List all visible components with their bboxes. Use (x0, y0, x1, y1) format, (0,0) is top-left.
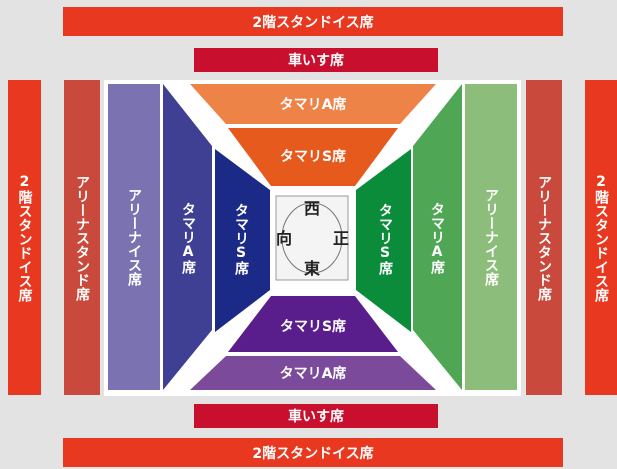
tamari-s-left-label-wrap: タマリS席 (218, 176, 264, 302)
tamari-s-right-label-wrap: タマリS席 (362, 176, 408, 302)
ring-north-label: 西 (304, 199, 320, 218)
tamari-a-top-label-wrap: タマリA席 (226, 88, 400, 120)
stand-2f-right[interactable]: 2階スタンドイス席 (585, 80, 617, 395)
stand-2f-top[interactable]: 2階スタンドイス席 (63, 7, 563, 36)
arena-box-right-label-wrap: アリーナイス席 (465, 84, 517, 390)
tamari-a-bottom[interactable] (190, 356, 436, 390)
tamari-a-right-label: タマリA席 (429, 202, 445, 274)
tamari-s-left-label: タマリS席 (233, 203, 249, 275)
stand-2f-left-label: 2階スタンドイス席 (16, 173, 33, 302)
tamari-s-bottom-label-wrap: タマリS席 (262, 310, 364, 342)
tamari-s-bottom-label: タマリS席 (279, 319, 347, 335)
arena-box-left[interactable] (108, 84, 160, 390)
tamari-s-top[interactable] (228, 128, 398, 186)
stand-2f-bottom[interactable]: 2階スタンドイス席 (63, 438, 563, 467)
ring-south-label: 東 (304, 259, 320, 278)
tamari-s-right-label: タマリS席 (377, 203, 393, 275)
tamari-s-top-label-wrap: タマリS席 (262, 140, 364, 172)
stand-2f-top-label: 2階スタンドイス席 (252, 14, 374, 31)
tamari-s-right[interactable] (356, 149, 411, 332)
arena-box-right[interactable] (465, 84, 517, 390)
arena-box-right-label: アリーナイス席 (483, 188, 499, 286)
wheelchair-top-label: 車いす席 (288, 53, 344, 69)
wheelchair-top[interactable]: 車いす席 (194, 48, 438, 72)
arena-stand-right-label: アリーナスタンド席 (536, 174, 552, 301)
tamari-s-top-label: タマリS席 (279, 149, 347, 165)
tamari-a-left-label-wrap: タマリA席 (166, 146, 210, 330)
dohyo (275, 195, 349, 281)
stand-2f-bottom-label: 2階スタンドイス席 (252, 445, 374, 462)
tamari-a-bottom-label: タマリA席 (279, 366, 347, 382)
tamari-a-top-label: タマリA席 (279, 97, 347, 113)
tamari-s-left[interactable] (215, 149, 270, 332)
tamari-a-top[interactable] (190, 84, 436, 124)
wheelchair-bottom-label: 車いす席 (288, 409, 344, 425)
arena-box-left-label-wrap: アリーナイス席 (108, 84, 160, 390)
ring-east-label: 正 (333, 229, 349, 248)
arena-box-left-label: アリーナイス席 (126, 188, 142, 286)
stand-2f-right-label: 2階スタンドイス席 (593, 173, 609, 302)
tamari-a-right-label-wrap: タマリA席 (415, 146, 459, 330)
wheelchair-bottom[interactable]: 車いす席 (194, 404, 438, 428)
tamari-a-left-label: タマリA席 (180, 202, 196, 274)
dohyo-circle (281, 202, 343, 274)
stand-2f-left[interactable]: 2階スタンドイス席 (8, 80, 41, 395)
tamari-a-right[interactable] (413, 84, 462, 390)
arena-stand-left[interactable]: アリーナスタンド席 (64, 80, 100, 395)
tamari-a-bottom-label-wrap: タマリA席 (226, 358, 400, 388)
ring-west-label: 向 (276, 229, 292, 248)
tamari-a-left[interactable] (163, 84, 212, 390)
arena-stand-left-label: アリーナスタンド席 (74, 174, 90, 301)
tamari-s-bottom[interactable] (228, 296, 398, 352)
arena-stand-right[interactable]: アリーナスタンド席 (526, 80, 562, 395)
